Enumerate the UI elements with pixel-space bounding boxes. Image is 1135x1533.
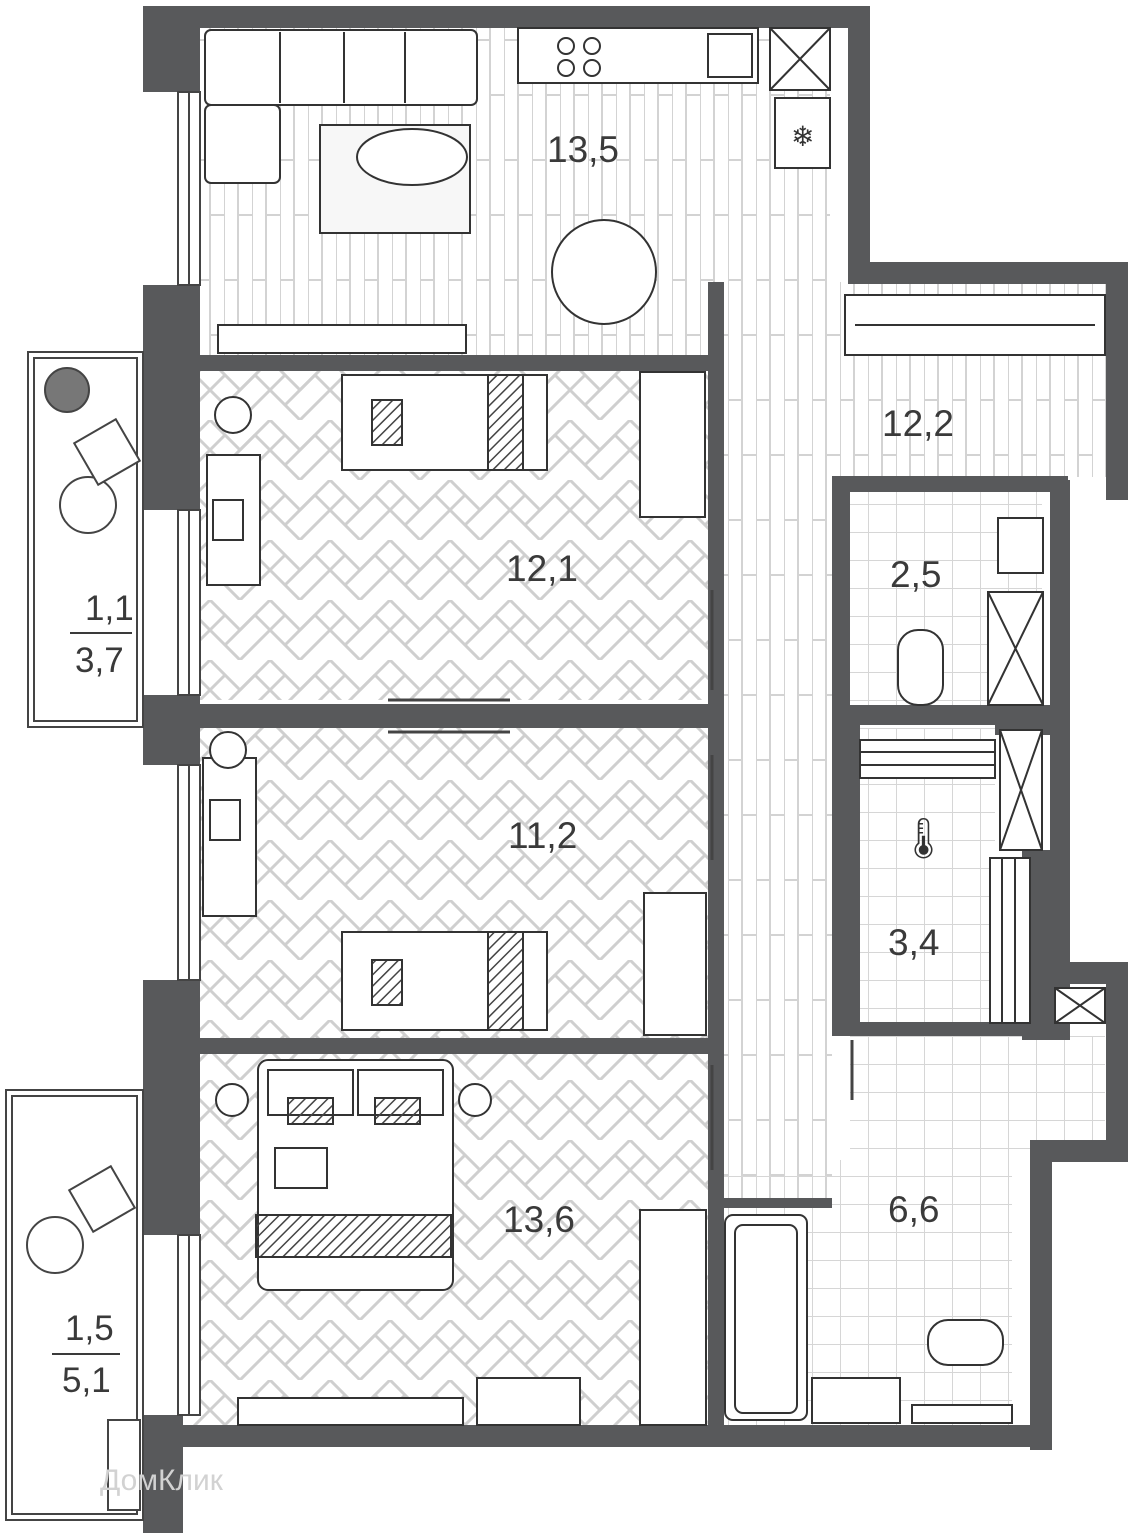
balcony-top-numerator: 1,1: [85, 589, 134, 628]
balcony-bottom-numerator: 1,5: [65, 1309, 114, 1348]
sofa-icon: [204, 29, 478, 106]
room-labels: 13,5 12,2 12,1 11,2 13,6 2,5 3,4 6,6: [503, 129, 954, 1240]
toilet-icon: [927, 1319, 1004, 1366]
svg-text:❄: ❄: [791, 121, 814, 152]
tv-stand-icon: [217, 324, 467, 354]
thermometer-icon: 🌡: [898, 817, 949, 861]
balcony-top-denominator: 3,7: [75, 641, 124, 680]
wardrobe-icon: [643, 892, 707, 1036]
room-area-bedroom-1: 12,1: [506, 548, 578, 589]
room-area-hall: 12,2: [882, 403, 954, 444]
watermark: ДомКлик: [100, 1464, 224, 1497]
master-bedroom-furniture: [215, 1059, 707, 1426]
toilet-icon: [897, 629, 944, 706]
balcony-top: [27, 351, 144, 728]
fridge-icon: [774, 97, 831, 169]
wardrobe-icon: [639, 371, 706, 518]
wardrobe-icon: [639, 1209, 707, 1426]
wc-fixtures: [897, 517, 1044, 706]
tv-stand-icon: [237, 1397, 464, 1426]
walls: [143, 6, 1128, 1533]
room-area-sauna: 3,4: [888, 922, 939, 963]
room-area-bathroom: 6,6: [888, 1189, 939, 1230]
sink-icon: [811, 1377, 901, 1424]
sink-icon: [997, 517, 1044, 574]
sink-icon: [707, 33, 753, 78]
room-area-bedroom-master: 13,6: [503, 1199, 575, 1240]
room-area-living-kitchen: 13,5: [547, 129, 619, 170]
sauna-fixtures: 🌡: [859, 729, 1043, 1024]
windows: [177, 91, 201, 1416]
bathroom-fixtures: [724, 987, 1106, 1424]
living-furniture: ❄: [204, 27, 831, 354]
balcony-bottom-denominator: 5,1: [62, 1361, 111, 1400]
bedroom-2-furniture: [202, 731, 707, 1036]
hall-wardrobe-icon: [844, 294, 1106, 356]
bedroom-1-furniture: [206, 371, 706, 586]
dining-table-icon: [551, 219, 657, 325]
vanity-icon: [476, 1377, 581, 1426]
doors: [388, 590, 854, 1170]
room-area-bedroom-2: 11,2: [508, 815, 577, 856]
balcony-labels: 1,1 3,7 1,5 5,1: [52, 589, 134, 1400]
room-area-wc: 2,5: [890, 554, 941, 595]
balcony-bottom: [5, 1089, 144, 1521]
